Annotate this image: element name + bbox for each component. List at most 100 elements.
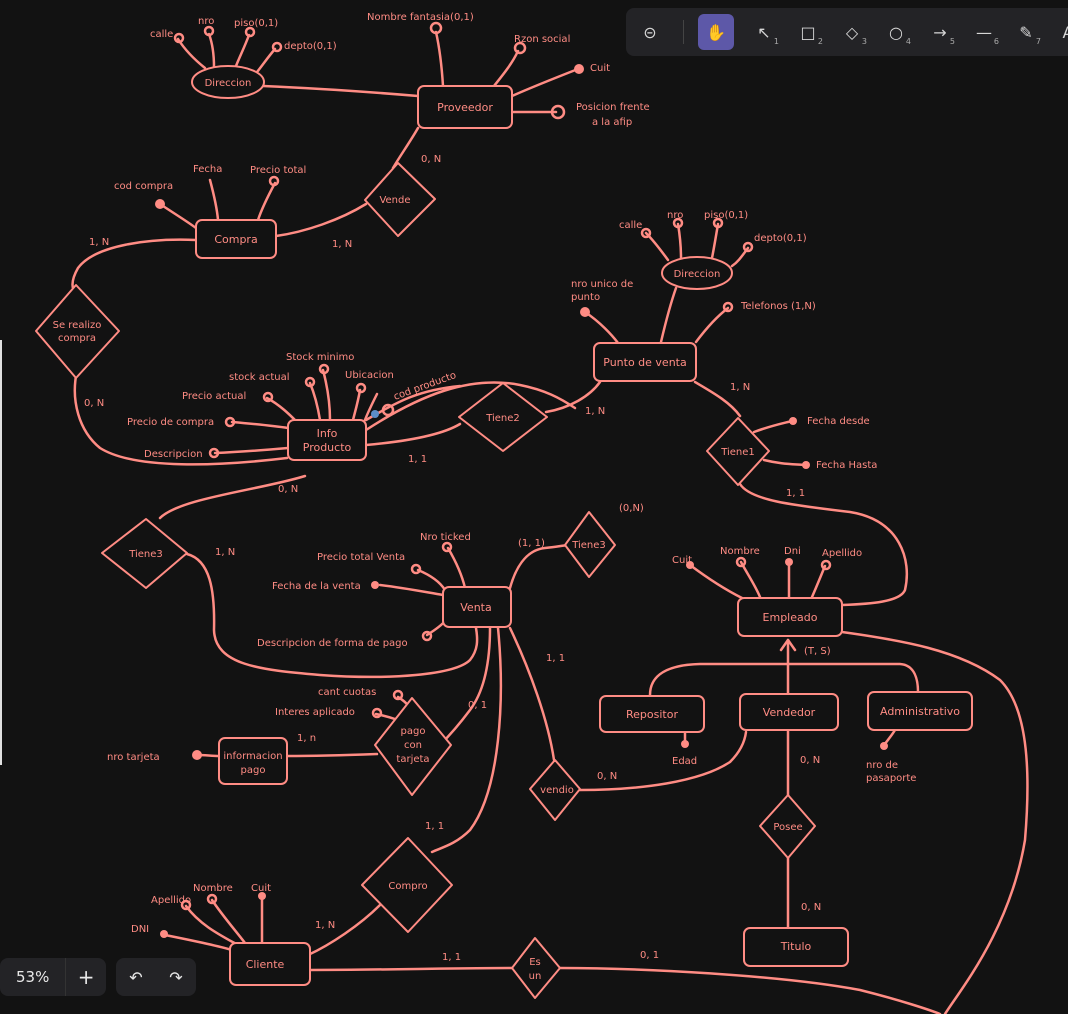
ellipse-tool-button[interactable]: ○ 4 (878, 14, 914, 50)
shortcut-3: 3 (861, 37, 867, 46)
diamond-tool-button[interactable]: ◇ 3 (834, 14, 870, 50)
entity-cliente-box[interactable] (229, 942, 311, 986)
entity-proveedor-box[interactable] (417, 85, 513, 129)
edge-vende-compra (274, 202, 368, 238)
relation-posee-diamond[interactable] (759, 794, 816, 859)
entity-venta-box[interactable] (442, 586, 512, 628)
entity-info-producto-box[interactable] (287, 419, 367, 461)
arrow-tool-button[interactable]: → 5 (922, 14, 958, 50)
terminal-pasaporte (880, 742, 888, 750)
relation-es-un-diamond[interactable] (511, 937, 561, 999)
label-posicion-afip-2: a la afip (592, 117, 632, 128)
label-pasaporte-1: nro de (866, 760, 898, 771)
edge-vendio-vendedor (578, 730, 748, 792)
toolbar-divider (683, 20, 684, 44)
relation-tiene3-left-diamond[interactable] (101, 518, 188, 589)
card-venta-pago: 0, 1 (468, 700, 487, 711)
entity-compra-box[interactable] (195, 219, 277, 259)
selection-tool-button[interactable]: ↖ 1 (746, 14, 782, 50)
terminal-apellido-cli (180, 899, 192, 911)
terminal-cant-cuotas (392, 689, 404, 701)
line-tool-button[interactable]: — 6 (966, 14, 1002, 50)
terminal-cuit-emp (686, 561, 694, 569)
terminal-precio-total (268, 175, 280, 187)
label-pago-tarjeta-1: pago (401, 726, 426, 737)
attribute-direccion-pv-ellipse[interactable] (661, 256, 733, 290)
terminal-interes (371, 707, 383, 719)
card-info-tiene3: 0, N (278, 484, 298, 495)
terminal-nombre-fantasia (429, 21, 443, 35)
card-pv-tiene2: 1, N (585, 406, 605, 417)
card-venta-compro: 1, 1 (425, 821, 444, 832)
terminal-calle-1 (173, 32, 185, 44)
edge-nro-direccion (207, 32, 216, 69)
edge-tiene2-pv (544, 380, 602, 414)
label-es-un-1: Es (529, 957, 541, 968)
label-interes: Interes aplicado (275, 707, 355, 718)
label-venta: Venta (460, 601, 491, 614)
rectangle-tool-button[interactable]: □ 2 (790, 14, 826, 50)
relation-tiene1-diamond[interactable] (706, 417, 770, 486)
edge-venta-pago (438, 626, 492, 747)
edge-empleado-esun (840, 630, 1029, 1014)
edge-pv-tiene1 (693, 380, 742, 418)
relation-compro-diamond[interactable] (361, 837, 453, 933)
edge-fechaventa-venta (378, 583, 445, 597)
entity-titulo-box[interactable] (743, 927, 849, 967)
edge-nroticked-venta (446, 546, 467, 590)
edge-venta-compro (430, 626, 503, 854)
label-administrativo: Administrativo (880, 705, 960, 718)
label-repositor: Repositor (626, 708, 678, 721)
terminal-dni-cli (160, 930, 168, 938)
edge-dni-cliente (163, 933, 234, 952)
label-compro: Compro (388, 881, 427, 892)
label-apellido-emp: Apellido (822, 548, 862, 559)
relation-vendio-diamond[interactable] (529, 759, 581, 821)
entity-repositor-box[interactable] (599, 695, 705, 733)
label-empleado: Empleado (763, 611, 818, 624)
undo-button[interactable]: ↶ (116, 958, 156, 996)
attribute-direccion-ellipse[interactable] (191, 65, 265, 99)
relation-pago-tarjeta-diamond[interactable] (374, 697, 452, 796)
edge-rzonsocial-proveedor (492, 49, 520, 88)
relation-tiene2-diamond[interactable] (458, 382, 548, 452)
relation-vende-diamond[interactable] (364, 162, 436, 237)
label-fecha-desde: Fecha desde (807, 416, 870, 427)
redo-button[interactable]: ↷ (156, 958, 196, 996)
entity-empleado-box[interactable] (737, 597, 843, 637)
edge-precioactual-info (265, 396, 298, 423)
lock-icon: ⊝ (643, 22, 657, 42)
zoom-in-button[interactable]: + (65, 958, 106, 996)
terminal-fecha-venta (371, 581, 379, 589)
pointer-icon: ↖ (757, 22, 771, 42)
terminal-nro-unico (580, 307, 590, 317)
arrow-icon: → (933, 22, 947, 42)
undo-icon: ↶ (129, 967, 143, 987)
terminal-stock-minimo (318, 363, 330, 375)
hand-tool-button[interactable]: ✋ (698, 14, 734, 50)
label-depto-2: depto(0,1) (754, 233, 807, 244)
shortcut-1: 1 (773, 37, 779, 46)
entity-punto-de-venta-box[interactable] (593, 342, 697, 382)
label-calle-1: calle (150, 29, 173, 40)
label-se-realizo-2: compra (58, 333, 96, 344)
card-vendedor-vendio: 0, N (597, 771, 617, 782)
relation-se-realizo-diamond[interactable] (35, 284, 120, 379)
entity-informacion-pago-box[interactable] (218, 737, 288, 785)
selection-handle-dot[interactable] (371, 410, 379, 418)
label-nombre-emp: Nombre (720, 546, 760, 557)
terminal-cod-compra (155, 199, 165, 209)
lock-tool-button[interactable]: ⊝ (632, 14, 668, 50)
card-compra-serealizo: 1, N (89, 237, 109, 248)
entity-administrativo-box[interactable] (867, 691, 973, 731)
zoom-level[interactable]: 53% (16, 968, 50, 986)
terminal-desc-pago (421, 630, 433, 642)
edge-fecha-compra (208, 178, 220, 222)
terminal-depto-1 (271, 41, 283, 53)
pencil-tool-button[interactable]: ✎ 7 (1008, 14, 1044, 50)
label-compra: Compra (214, 233, 257, 246)
relation-tiene3-right-diamond[interactable] (564, 511, 616, 578)
text-tool-button[interactable]: A (1050, 14, 1068, 50)
entity-vendedor-box[interactable] (739, 693, 839, 731)
